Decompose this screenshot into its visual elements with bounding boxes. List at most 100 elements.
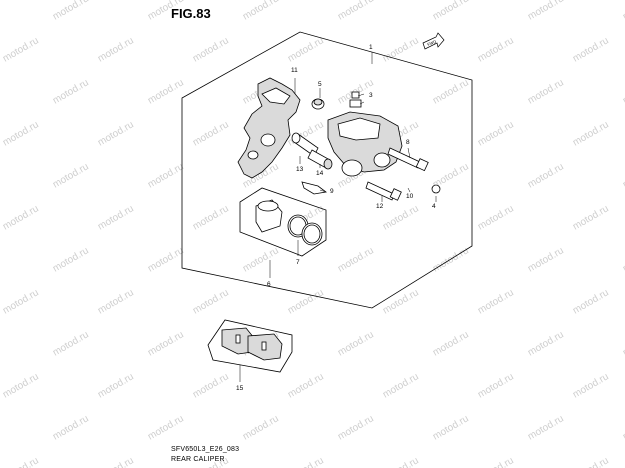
callout-15: 15 [236, 385, 244, 392]
watermark-text: motod.ru [241, 245, 281, 274]
watermark-text: motod.ru [96, 455, 136, 468]
watermark-text: motod.ru [336, 0, 376, 23]
mounting-bolt [365, 181, 402, 201]
watermark-text: motod.ru [526, 0, 566, 23]
watermark-text: motod.ru [526, 245, 566, 274]
watermark-text: motod.ru [621, 77, 625, 106]
watermark-text: motod.ru [1, 119, 41, 148]
watermark-text: motod.ru [286, 455, 326, 468]
watermark-text: motod.ru [51, 77, 91, 106]
watermark-text: motod.ru [381, 287, 421, 316]
watermark-text: motod.ru [621, 245, 625, 274]
callout-9: 9 [330, 188, 334, 195]
front-direction-arrow-icon: FWD [422, 32, 445, 50]
watermark-text: motod.ru [96, 287, 136, 316]
brake-pad-set [221, 327, 283, 361]
watermark-text: motod.ru [381, 455, 421, 468]
callout-14: 14 [316, 170, 324, 177]
watermark-text: motod.ru [476, 119, 516, 148]
watermark-text: motod.ru [96, 35, 136, 64]
watermark-text: motod.ru [241, 413, 281, 442]
callout-8: 8 [406, 139, 410, 146]
watermark-text: motod.ru [571, 371, 611, 400]
watermark-text: motod.ru [51, 0, 91, 23]
watermark-text: motod.ru [146, 77, 186, 106]
watermark-text: motod.ru [431, 245, 471, 274]
watermark-text: motod.ru [96, 371, 136, 400]
watermark-text: motod.ru [96, 203, 136, 232]
watermark-text: motod.ru [286, 371, 326, 400]
callout-5: 5 [318, 81, 322, 88]
callout-13: 13 [296, 166, 304, 173]
watermark-text: motod.ru [526, 161, 566, 190]
callout-4: 4 [432, 203, 436, 210]
watermark-text: motod.ru [381, 371, 421, 400]
bleeder-cap [431, 184, 441, 194]
watermark-text: motod.ru [146, 329, 186, 358]
figure-title: FIG.83 [171, 6, 211, 21]
watermark-text: motod.ru [431, 0, 471, 23]
piston-set-frame [239, 187, 327, 257]
watermark-text: motod.ru [381, 203, 421, 232]
watermark-text: motod.ru [1, 35, 41, 64]
watermark-text: motod.ru [526, 413, 566, 442]
pad-set-frame [207, 319, 293, 373]
pin-boot [307, 149, 333, 170]
watermark-text: motod.ru [476, 35, 516, 64]
section-name: REAR CALIPER [171, 456, 225, 463]
watermark-text: motod.ru [336, 329, 376, 358]
watermark-text: motod.ru [1, 287, 41, 316]
callout-1: 1 [369, 44, 373, 51]
watermark-text: motod.ru [286, 35, 326, 64]
watermark-text: motod.ru [621, 413, 625, 442]
watermark-text: motod.ru [571, 287, 611, 316]
callout-6: 6 [267, 281, 271, 288]
watermark-text: motod.ru [191, 371, 231, 400]
watermark-text: motod.ru [146, 413, 186, 442]
watermark-text: motod.ru [571, 455, 611, 468]
watermark-text: motod.ru [476, 287, 516, 316]
watermark-text: motod.ru [1, 455, 41, 468]
watermark-text: motod.ru [51, 413, 91, 442]
watermark-text: motod.ru [191, 119, 231, 148]
caliper-bracket [237, 77, 301, 179]
front-arrow-label: FWD [426, 39, 436, 47]
watermark-text: motod.ru [286, 287, 326, 316]
watermark-text: motod.ru [336, 413, 376, 442]
watermark-text: motod.ru [431, 329, 471, 358]
watermark-text: motod.ru [621, 161, 625, 190]
watermark-text: motod.ru [476, 203, 516, 232]
watermark-text: motod.ru [621, 0, 625, 23]
callout-7: 7 [296, 259, 300, 266]
callout-numbers: 1 3 4 5 6 7 8 9 10 11 12 13 14 15 [236, 44, 436, 392]
caliper-body [327, 111, 403, 177]
watermark-text: motod.ru [1, 203, 41, 232]
watermark-text: motod.ru [51, 161, 91, 190]
leader-lines [239, 52, 437, 382]
model-code: SFV650L3_E26_083 [171, 446, 240, 453]
watermark-text: motod.ru [476, 371, 516, 400]
watermark-text: motod.ru [476, 455, 516, 468]
watermark-text: motod.ru [241, 0, 281, 23]
dust-seal [301, 222, 323, 246]
watermark-text: motod.ru [431, 77, 471, 106]
callout-11: 11 [291, 67, 298, 74]
watermark-text: motod.ru [431, 413, 471, 442]
pad-spring-clip [301, 181, 327, 195]
watermark-text: motod.ru [571, 203, 611, 232]
assembly-frame [181, 31, 473, 309]
piston [255, 199, 283, 233]
watermark-text: motod.ru [571, 35, 611, 64]
callout-3: 3 [369, 92, 373, 99]
watermark-text: motod.ru [51, 245, 91, 274]
watermark-text: motod.ru [621, 329, 625, 358]
watermark-text: motod.ru [336, 245, 376, 274]
callout-12: 12 [376, 203, 384, 210]
watermark-text: motod.ru [1, 371, 41, 400]
watermark-text: motod.ru [51, 329, 91, 358]
watermark-text: motod.ru [191, 203, 231, 232]
watermark-text: motod.ru [146, 0, 186, 23]
watermark-text: motod.ru [146, 161, 186, 190]
